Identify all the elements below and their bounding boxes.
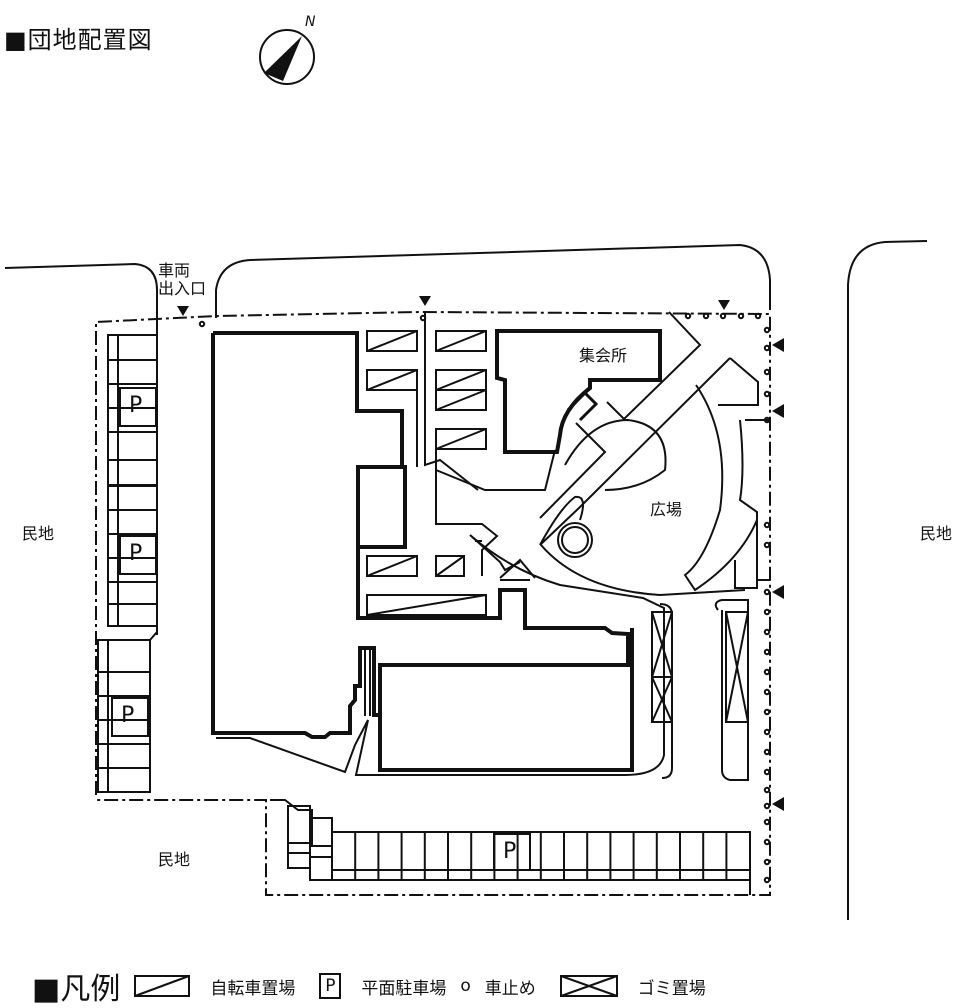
road-edge-right	[847, 240, 928, 920]
vehicle-entrance-label: 車両 出入口	[158, 262, 206, 298]
bollard-icon	[763, 728, 771, 736]
bollard-icon	[737, 312, 745, 320]
legend: ■凡例 自転車置場 P 平面駐車場 o 車止め ゴミ置場	[32, 968, 730, 1007]
private-land-right-label: 民地	[920, 524, 953, 543]
bollard-icon	[763, 818, 771, 826]
entrance-triangle-icon	[772, 585, 784, 599]
site-boundary	[95, 310, 771, 896]
bollard-icon	[763, 688, 771, 696]
plaza-label: 広場	[650, 500, 683, 519]
road-edge-left	[4, 262, 158, 635]
bollard-icon	[763, 368, 771, 376]
bicycle-racks	[366, 312, 556, 616]
meeting-hall	[495, 329, 662, 454]
garbage-area-icon	[559, 975, 618, 997]
plaza	[499, 311, 770, 597]
legend-label-bollard: 車止め	[484, 978, 536, 999]
bollard-icon	[763, 786, 771, 794]
bollard-icon	[754, 312, 762, 320]
meeting-hall-label: 集会所	[579, 346, 628, 365]
site-paths	[216, 534, 665, 776]
bollard-icon	[763, 876, 771, 884]
bollard-icon	[719, 312, 727, 320]
bollard-icon	[763, 858, 771, 866]
private-land-left-label: 民地	[22, 524, 55, 543]
legend-label-parking: 平面駐車場	[361, 978, 447, 999]
bollard-icon	[763, 326, 771, 334]
parking-marker: P	[121, 703, 135, 728]
entrance-triangle-icon	[772, 797, 784, 811]
vehicle-entrance-line1: 車両	[158, 261, 191, 280]
bollard-icon	[763, 344, 771, 352]
bollard-icon	[763, 608, 771, 616]
parking-left-upper	[97, 334, 158, 793]
bollard-icon: o	[460, 976, 471, 996]
garbage-areas	[651, 599, 749, 781]
bollard-icon	[419, 314, 427, 322]
legend-label-garbage: ゴミ置場	[637, 978, 706, 999]
bollard-icon	[763, 708, 771, 716]
bollard-icon	[763, 648, 771, 656]
parking-icon: P	[319, 973, 342, 999]
bollard-icon	[763, 588, 771, 596]
page-title: ■団地配置図	[4, 26, 153, 54]
bollards	[198, 312, 771, 884]
bollard-icon	[702, 312, 710, 320]
parking-marker: P	[503, 839, 517, 864]
entrance-triangle-icon	[177, 306, 189, 316]
legend-label-bicycle: 自転車置場	[210, 978, 296, 999]
parking-space-marked	[493, 833, 531, 871]
bicycle-parking-icon	[134, 975, 191, 997]
parking-marker: P	[129, 393, 143, 418]
bollard-icon	[684, 312, 692, 320]
north-label: N	[305, 14, 316, 30]
legend-heading: ■凡例	[32, 972, 121, 1007]
meeting-hall-entry	[566, 390, 599, 422]
private-land-bottom-label: 民地	[158, 850, 191, 869]
entrance-triangle-icon	[718, 300, 730, 310]
bollard-icon	[763, 390, 771, 398]
bollard-icon	[763, 748, 771, 756]
bollard-icon	[763, 628, 771, 636]
parking-bottom-dividers	[354, 832, 728, 880]
entrance-markers	[177, 296, 784, 811]
entrance-triangle-icon	[419, 296, 431, 306]
parking-marker: P	[129, 541, 143, 566]
bollard-icon	[763, 416, 771, 424]
bollard-icon	[763, 541, 771, 549]
north-compass-icon: N	[259, 14, 316, 85]
bollard-icon	[763, 521, 771, 529]
entrance-triangle-icon	[772, 338, 784, 352]
bollard-icon	[763, 838, 771, 846]
bollard-icon	[763, 768, 771, 776]
vehicle-entrance-line2: 出入口	[158, 279, 207, 298]
bollard-icon	[763, 802, 771, 810]
entrance-triangle-icon	[772, 404, 784, 418]
bollard-icon	[763, 668, 771, 676]
bollard-icon	[198, 320, 206, 328]
road-edge-top	[215, 243, 771, 318]
building-main-left	[211, 331, 634, 772]
